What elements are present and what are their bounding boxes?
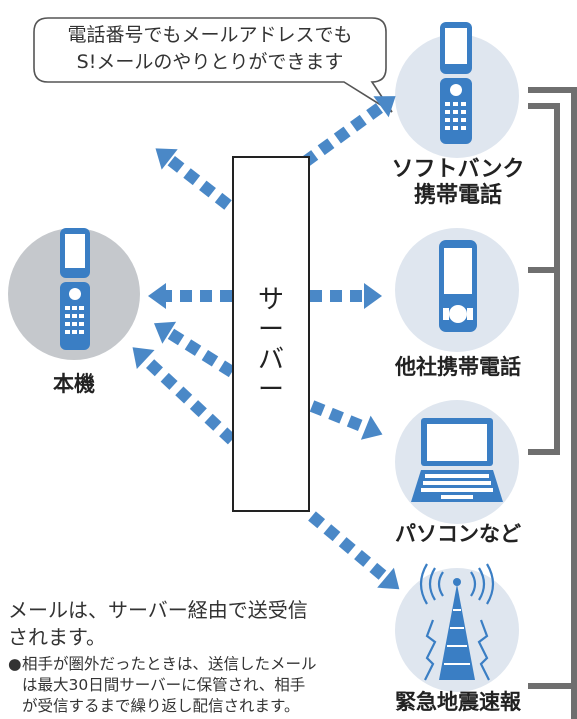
other-carrier-label: 他社携帯電話: [395, 355, 521, 379]
bullet-mark: ●: [8, 655, 22, 673]
note-bullet-text: 相手が圏外だったときは、送信したメール は最大30日間サーバーに保管され、相手 …: [22, 655, 317, 715]
antenna-tower-icon: [419, 563, 495, 681]
arrow-to-self-upper: [155, 148, 232, 210]
arrows: [132, 96, 400, 590]
bubble-line-1: 電話番号でもメールアドレスでも: [67, 24, 353, 46]
bubble-line-2: S!メールのやりとりができます: [76, 51, 344, 73]
speech-bubble: [33, 17, 393, 113]
network-bracket: [528, 87, 577, 719]
server-box: [232, 156, 310, 512]
speech-bubble-text: 電話番号でもメールアドレスでも S!メールのやりとりができます: [40, 22, 380, 76]
arrow-to-pc: [309, 400, 383, 440]
pc-label: パソコンなど: [395, 522, 521, 546]
server-label: サ ー バ ー: [257, 285, 284, 405]
softbank-phone-icon: [440, 22, 472, 144]
arrow-to-self-bottom: [132, 347, 237, 445]
earthquake-label: 緊急地震速報: [395, 690, 521, 714]
note-main-text: メールは、サーバー経由で送受信 されます。: [8, 598, 308, 649]
laptop-icon: [411, 418, 503, 502]
arrow-server-earthquake: [308, 511, 400, 590]
self-device-label: 本機: [53, 372, 95, 396]
flip-phone-icon: [60, 228, 90, 350]
softbank-label: ソフトバンク 携帯電話: [391, 157, 525, 208]
arrow-to-other-carrier: [310, 283, 382, 309]
bar-phone-icon: [439, 240, 477, 332]
arrow-to-self-lower: [153, 321, 236, 378]
arrow-to-self-middle: [148, 283, 232, 309]
